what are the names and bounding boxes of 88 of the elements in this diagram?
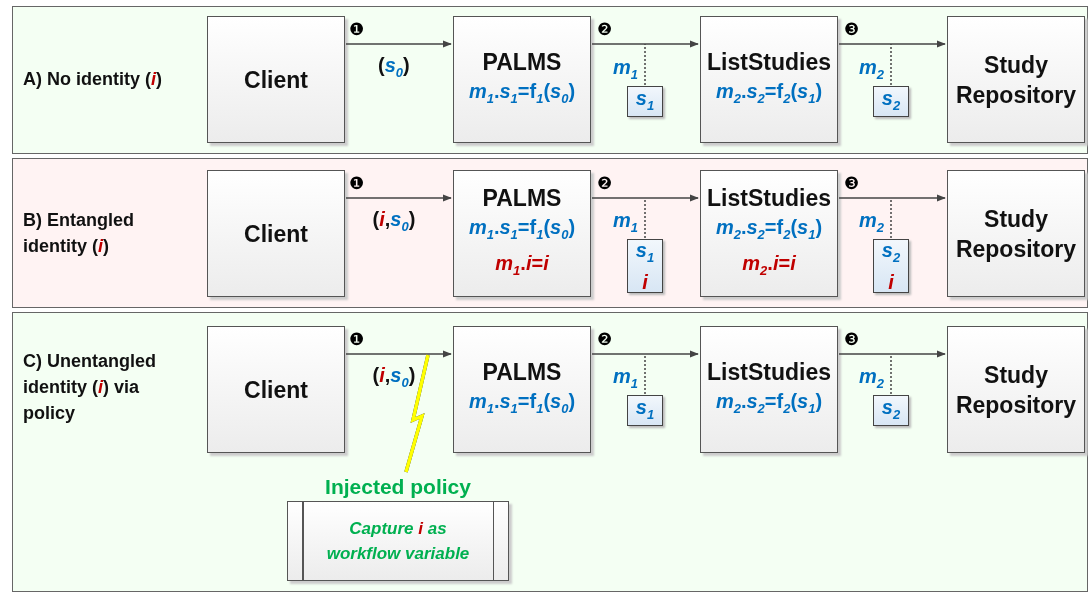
dotted-connector bbox=[890, 353, 892, 395]
arrow bbox=[345, 40, 452, 48]
policy-heading: Injected policy bbox=[324, 474, 472, 500]
formula-text: m$_{2}$.s$_{2}$=f$_{2}$(s$_{1}$) bbox=[715, 78, 823, 108]
edge-label: (i,s$_{0}$) bbox=[372, 364, 416, 390]
formula-text: m$_{1}$.s$_{1}$=f$_{1}$(s$_{0}$) bbox=[468, 78, 576, 108]
panel-background bbox=[12, 312, 1088, 592]
policy-text: Capture i as workflow variable bbox=[325, 518, 471, 565]
message-label: m$_{2}$ bbox=[859, 56, 885, 82]
variable-label: s$_{1}$ bbox=[635, 238, 655, 267]
message-label: m$_{2}$ bbox=[859, 365, 885, 391]
dotted-connector bbox=[644, 43, 646, 86]
message-note bbox=[873, 86, 909, 117]
arrow bbox=[591, 194, 699, 202]
message-label: m$_{1}$ bbox=[613, 56, 639, 82]
arrow bbox=[838, 194, 946, 202]
panel-background bbox=[12, 158, 1088, 308]
formula-text: m$_{2}$.s$_{2}$=f$_{2}$(s$_{1}$) bbox=[715, 388, 823, 418]
arrow bbox=[838, 40, 946, 48]
edge-label: (s$_{0}$) bbox=[378, 54, 410, 80]
box-title: Client bbox=[244, 375, 308, 405]
arrow bbox=[345, 194, 452, 202]
message-label: m$_{1}$ bbox=[613, 365, 639, 391]
process-box bbox=[700, 16, 838, 143]
process-box bbox=[947, 170, 1085, 297]
process-box bbox=[700, 326, 838, 453]
box-title: Client bbox=[244, 219, 308, 249]
lightning-connector bbox=[404, 354, 430, 473]
process-box bbox=[207, 170, 345, 297]
message-note bbox=[873, 395, 909, 426]
box-title: Client bbox=[244, 65, 308, 95]
panel-title: B) Entangled identity (i) bbox=[23, 209, 135, 258]
message-note bbox=[627, 86, 663, 117]
box-title: PALMS bbox=[482, 357, 562, 387]
arrow bbox=[838, 350, 946, 358]
dotted-connector bbox=[890, 197, 892, 239]
arrow bbox=[345, 350, 452, 358]
process-box bbox=[453, 170, 591, 297]
step-number: ❷ bbox=[597, 174, 613, 192]
formula-text: m$_{2}$.i=i bbox=[742, 250, 796, 280]
box-title: Study Repository bbox=[954, 360, 1078, 420]
panel-title: C) Unentangled identity (i) via policy bbox=[23, 350, 157, 425]
panel-title: A) No identity (i) bbox=[23, 68, 163, 91]
edge-label: (i,s$_{0}$) bbox=[372, 208, 416, 234]
variable-label: s$_{1}$ bbox=[635, 85, 655, 115]
process-box bbox=[453, 16, 591, 143]
dotted-connector bbox=[644, 197, 646, 239]
box-title: Study Repository bbox=[954, 204, 1078, 264]
message-note bbox=[873, 239, 909, 293]
dotted-connector bbox=[890, 43, 892, 86]
process-box bbox=[207, 16, 345, 143]
formula-text: m$_{1}$.i=i bbox=[495, 250, 549, 280]
box-title: ListStudies bbox=[707, 47, 831, 77]
variable-label: s$_{2}$ bbox=[881, 85, 901, 115]
formula-text: m$_{1}$.s$_{1}$=f$_{1}$(s$_{0}$) bbox=[468, 388, 576, 418]
panel-background bbox=[12, 6, 1088, 154]
step-number: ❶ bbox=[349, 330, 365, 348]
process-box bbox=[453, 326, 591, 453]
step-number: ❷ bbox=[597, 20, 613, 38]
process-box bbox=[700, 170, 838, 297]
variable-label: i bbox=[642, 270, 648, 294]
box-title: ListStudies bbox=[707, 357, 831, 387]
message-note bbox=[627, 395, 663, 426]
message-label: m$_{2}$ bbox=[859, 209, 885, 235]
box-title: PALMS bbox=[482, 183, 562, 213]
step-number: ❸ bbox=[844, 330, 860, 348]
box-title: Study Repository bbox=[954, 50, 1078, 110]
formula-text: m$_{1}$.s$_{1}$=f$_{1}$(s$_{0}$) bbox=[468, 214, 576, 244]
step-number: ❸ bbox=[844, 174, 860, 192]
arrow bbox=[591, 350, 699, 358]
step-number: ❶ bbox=[349, 20, 365, 38]
message-label: m$_{1}$ bbox=[613, 209, 639, 235]
variable-label: s$_{1}$ bbox=[635, 394, 655, 424]
arrow bbox=[591, 40, 699, 48]
step-number: ❶ bbox=[349, 174, 365, 192]
variable-label: s$_{2}$ bbox=[881, 238, 901, 267]
variable-label: i bbox=[888, 270, 894, 294]
process-box bbox=[207, 326, 345, 453]
box-title: ListStudies bbox=[707, 183, 831, 213]
process-box bbox=[947, 16, 1085, 143]
step-number: ❸ bbox=[844, 20, 860, 38]
message-note bbox=[627, 239, 663, 293]
variable-label: s$_{2}$ bbox=[881, 394, 901, 424]
process-box bbox=[947, 326, 1085, 453]
formula-text: m$_{2}$.s$_{2}$=f$_{2}$(s$_{1}$) bbox=[715, 214, 823, 244]
step-number: ❷ bbox=[597, 330, 613, 348]
box-title: PALMS bbox=[482, 47, 562, 77]
dotted-connector bbox=[644, 353, 646, 395]
